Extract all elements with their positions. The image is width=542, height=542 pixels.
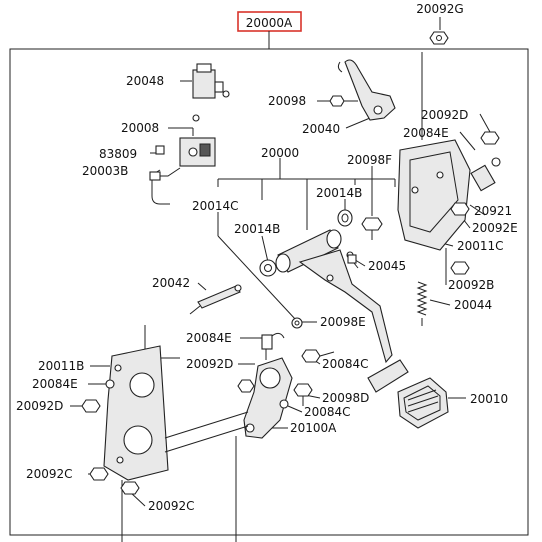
label-20040: 20040 [302,122,340,136]
label-20003b: 20003B [82,164,128,178]
label-20092c-left: 20092C [26,467,73,481]
label-20014b-right: 20014B [316,186,362,200]
label-20084e-top: 20084E [403,126,449,140]
label-20098e: 20098E [320,315,366,329]
label-20000: 20000 [261,146,299,160]
label-20008: 20008 [121,121,159,135]
label-20092e: 20092E [472,221,518,235]
label-20045: 20045 [368,259,406,273]
label-20042: 20042 [152,276,190,290]
label-20098-top: 20098 [268,94,306,108]
label-20092c-bottom: 20092C [148,499,195,513]
label-20092d-top: 20092D [421,108,468,122]
label-20100a: 20100A [290,421,337,435]
label-20098f: 20098F [347,153,392,167]
label-20098d: 20098D [322,391,369,405]
label-83809: 83809 [99,147,137,161]
label-20010: 20010 [470,392,508,406]
label-20084e-mid: 20084E [186,331,232,345]
label-20092g: 20092G [416,2,463,16]
label-20092b: 20092B [448,278,494,292]
label-20014b-left: 20014B [234,222,280,236]
label-20044: 20044 [454,298,492,312]
callout-labels: 20092G 20048 20098 20040 20092D 20008 20… [16,2,518,513]
label-20092d-left: 20092D [16,399,63,413]
label-20084c-low: 20084C [304,405,351,419]
label-20084c-right: 20084C [322,357,369,371]
assembly-title: 20000A [246,16,293,30]
label-20921: 20921 [474,204,512,218]
label-20011c: 20011C [457,239,504,253]
label-20011b: 20011B [38,359,84,373]
label-20014c: 20014C [192,199,239,213]
label-20092d-mid: 20092D [186,357,233,371]
part-drawings [81,31,501,495]
label-20084e-left: 20084E [32,377,78,391]
label-20048: 20048 [126,74,164,88]
